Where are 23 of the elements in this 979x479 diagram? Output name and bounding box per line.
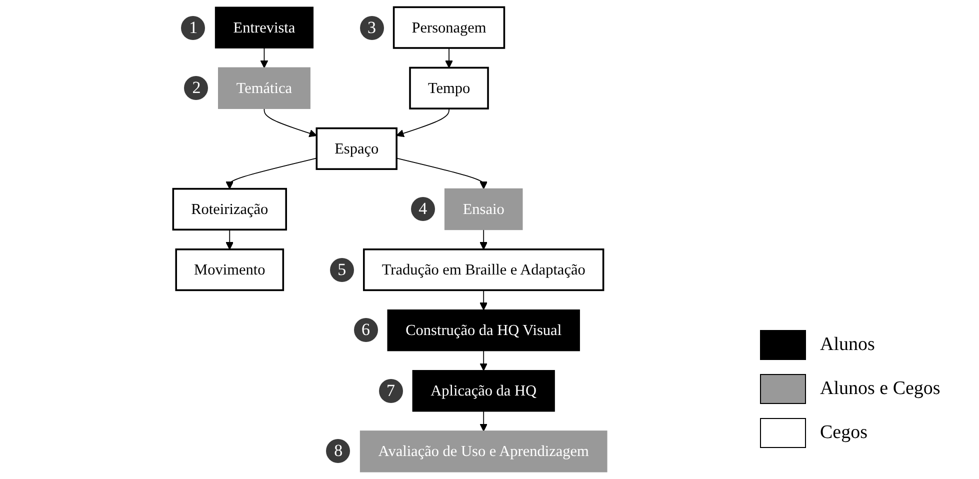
step-number: 8 [326, 439, 350, 464]
process-box: Aplicação da HQ [412, 370, 555, 412]
step-number: 5 [330, 258, 354, 282]
process-box: Tradução em Braille e Adaptação [363, 248, 604, 292]
process-box: Espaço [316, 127, 398, 170]
process-box: Tempo [409, 66, 489, 110]
process-box: Avaliação de Uso e Aprendizagem [360, 430, 608, 472]
legend-label: Alunos [820, 334, 875, 356]
step-number: 6 [354, 318, 378, 342]
legend-label: Alunos e Cegos [820, 378, 940, 400]
step-number: 4 [410, 197, 435, 222]
step-number: 2 [184, 76, 208, 100]
process-box: Temática [218, 67, 310, 109]
process-box: Entrevista [214, 6, 314, 48]
process-box: Roteirização [172, 188, 287, 231]
step-number: 7 [378, 378, 403, 403]
process-box: Ensaio [444, 188, 523, 230]
process-box: Personagem [392, 6, 506, 49]
process-box: Construção da HQ Visual [387, 309, 580, 352]
step-number: 1 [181, 16, 206, 40]
process-box: Movimento [175, 248, 284, 292]
step-number: 3 [360, 16, 384, 40]
legend-label: Cegos [820, 422, 868, 444]
